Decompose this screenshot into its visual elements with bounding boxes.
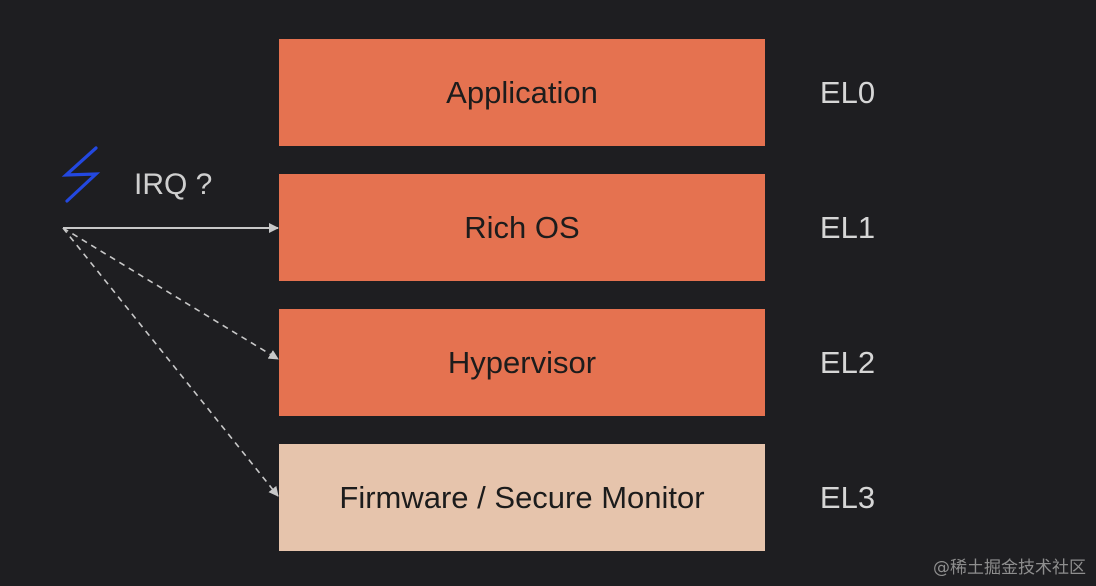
irq-arrow-el3 [62,227,279,497]
irq-arrow-el2 [62,227,279,360]
layer-rich-os-label: Rich OS [464,209,580,245]
el2-label: EL2 [819,345,876,380]
layer-rich-os: Rich OS [279,174,765,281]
layer-application: Application [279,39,765,146]
watermark: @稀土掘金技术社区 [933,558,1086,578]
layer-firmware-secure-monitor: Firmware / Secure Monitor [279,444,765,551]
el3-label: EL3 [819,480,876,515]
el0-label: EL0 [819,75,876,110]
layer-hypervisor-label: Hypervisor [447,344,597,380]
irq-label: IRQ ? [134,168,213,201]
layer-hypervisor: Hypervisor [279,309,765,416]
layer-application-label: Application [446,74,598,110]
layer-firmware-label: Firmware / Secure Monitor [339,479,705,515]
el1-label: EL1 [819,210,876,245]
lightning-bolt-icon [61,146,101,203]
